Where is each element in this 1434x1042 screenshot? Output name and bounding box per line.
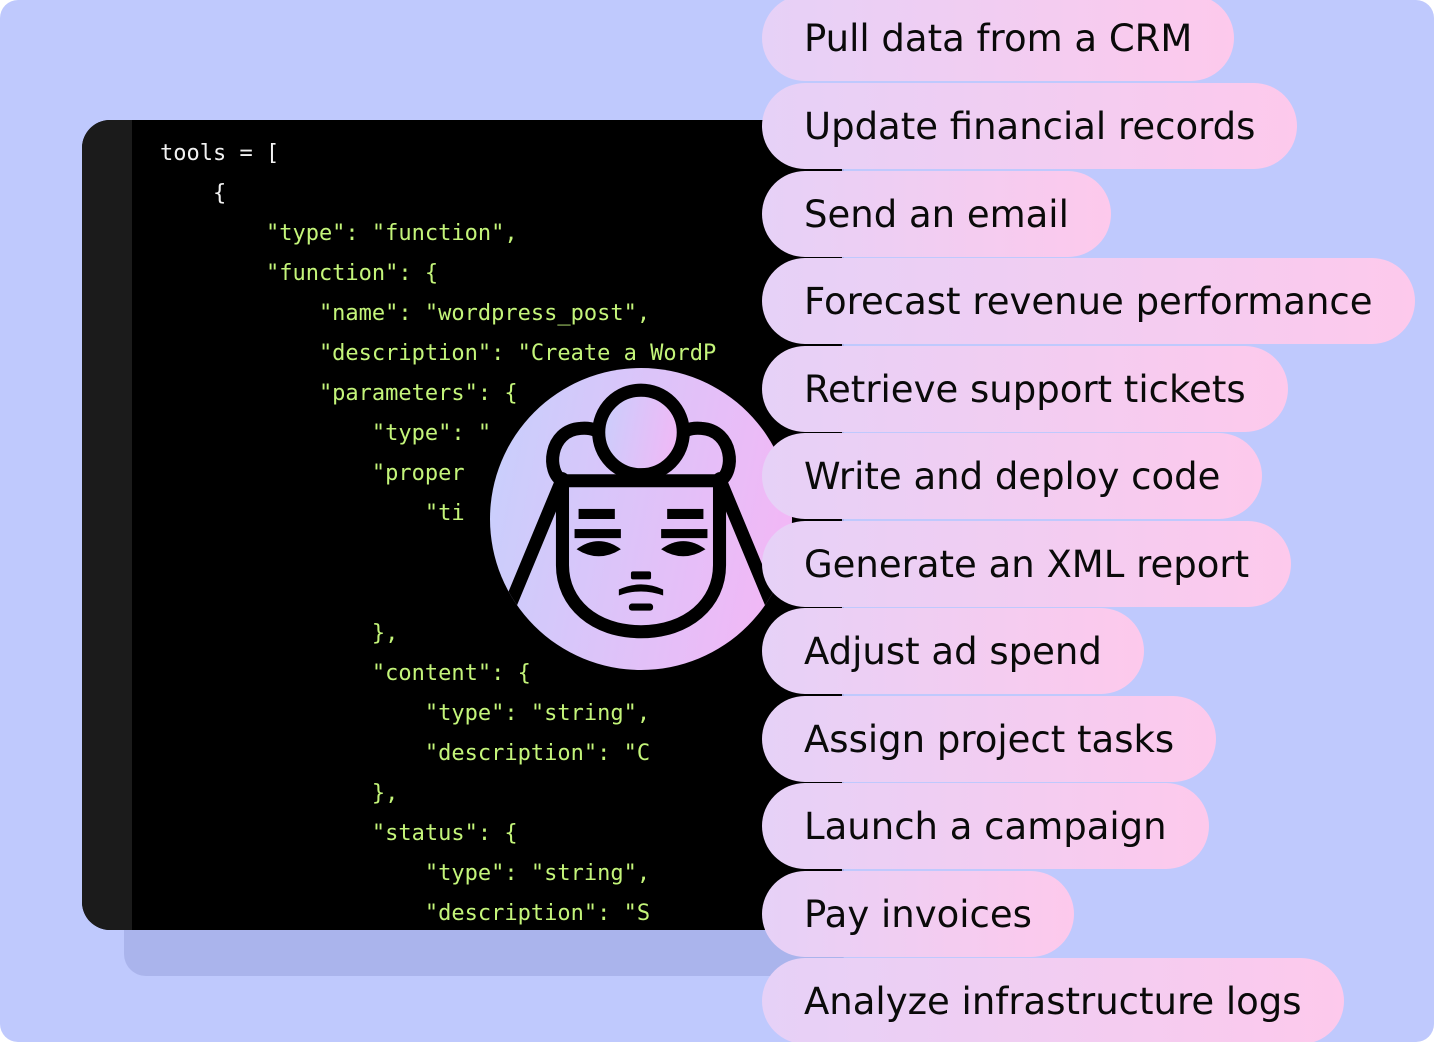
assistant-face-icon — [490, 368, 792, 670]
code-line: "content": { — [160, 661, 531, 686]
code-line: "type": "string", — [160, 701, 651, 726]
code-line: "ti — [160, 501, 465, 526]
code-line: "proper — [160, 461, 465, 486]
code-line: }, — [160, 621, 399, 646]
code-line: "description": "Create a WordP — [160, 341, 717, 366]
code-line: "type": "string", — [160, 861, 651, 886]
code-block: tools = [ { "type": "function", "functio… — [160, 134, 716, 930]
code-line: tools = [ — [160, 141, 280, 166]
action-pill: Retrieve support tickets — [762, 346, 1288, 432]
action-pill: Launch a campaign — [762, 783, 1209, 869]
action-pill: Adjust ad spend — [762, 608, 1144, 694]
action-pill: Send an email — [762, 171, 1111, 257]
code-line: "type": "function", — [160, 221, 518, 246]
code-line: "description": "C — [160, 741, 651, 766]
action-pill: Write and deploy code — [762, 433, 1263, 519]
code-line: "status": { — [160, 821, 518, 846]
code-line: "description": "S — [160, 901, 651, 926]
action-pill: Pull data from a CRM — [762, 0, 1235, 81]
action-pill: Pay invoices — [762, 871, 1074, 957]
action-pill: Analyze infrastructure logs — [762, 958, 1344, 1042]
code-line: "name": "wordpress_post", — [160, 301, 651, 326]
code-line: "parameters": { — [160, 381, 518, 406]
action-pill: Assign project tasks — [762, 696, 1217, 782]
action-pill: Update financial records — [762, 83, 1298, 169]
action-pill: Generate an XML report — [762, 521, 1292, 607]
code-line: "type": " — [160, 421, 492, 446]
code-line: { — [160, 181, 227, 206]
action-pill: Forecast revenue performance — [762, 258, 1415, 344]
code-line: "function": { — [160, 261, 439, 286]
code-gutter — [82, 120, 132, 930]
code-line: }, — [160, 781, 399, 806]
